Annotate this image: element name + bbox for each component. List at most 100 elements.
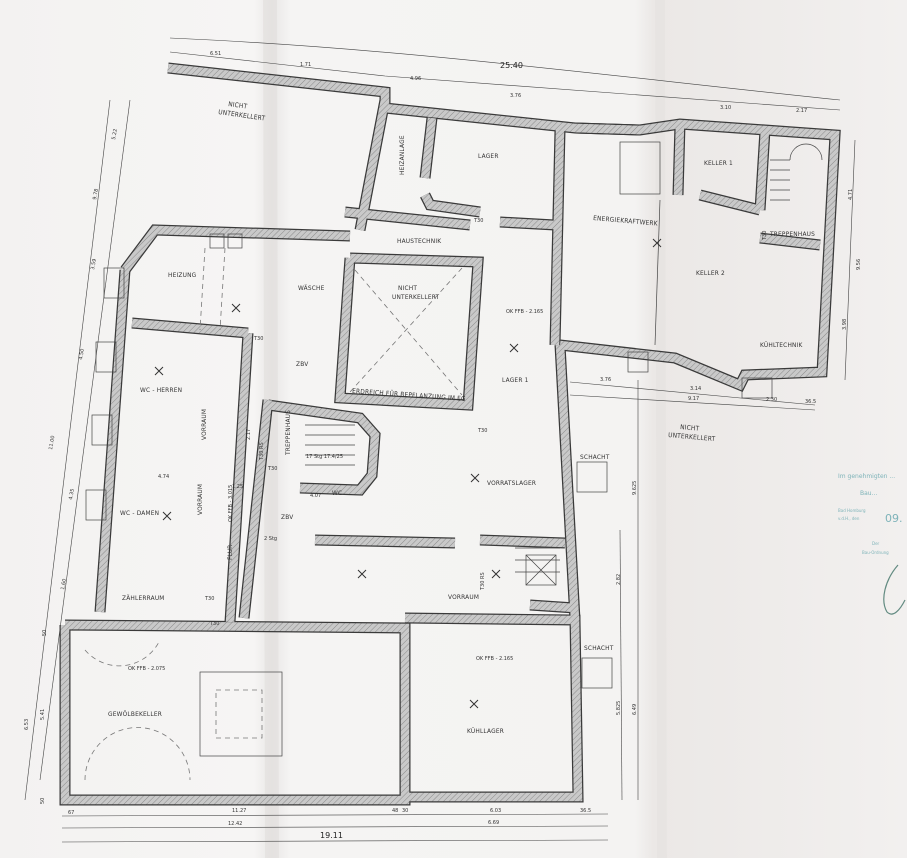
dim: 4.74 bbox=[158, 474, 169, 480]
dim: 6.49 bbox=[632, 704, 638, 715]
room-label: VORRAUM bbox=[196, 484, 204, 515]
room-label: NICHT bbox=[398, 284, 417, 292]
dim: 36.5 bbox=[580, 808, 591, 814]
room-label: HAUSTECHNIK bbox=[397, 237, 441, 245]
fixtures bbox=[84, 141, 823, 781]
signature bbox=[883, 564, 906, 615]
dim: 3.98 bbox=[842, 319, 848, 330]
room-label: KÜHLTECHNIK bbox=[760, 340, 803, 349]
room-label: NICHT bbox=[680, 423, 700, 433]
dim: 3.59 bbox=[90, 258, 98, 270]
dim: 2.17 bbox=[246, 429, 252, 440]
walls bbox=[59, 62, 841, 806]
dim: 1.60 bbox=[60, 578, 68, 590]
wall-hatch bbox=[131, 318, 249, 338]
dim: 3.76 bbox=[510, 93, 521, 99]
dim: 3.10 bbox=[720, 105, 731, 111]
wall-hatch bbox=[499, 217, 556, 230]
chimney bbox=[209, 233, 225, 249]
door-label: T30 RS bbox=[259, 442, 265, 461]
room-label: HEIZUNG bbox=[168, 271, 197, 279]
wall-hatch bbox=[344, 207, 471, 230]
room-label: KÜHLLAGER bbox=[467, 726, 504, 735]
dim: 1.71 bbox=[300, 62, 311, 68]
room-label: VORRAUM bbox=[200, 409, 208, 440]
wall-hatch bbox=[559, 119, 840, 391]
dim: 12.42 bbox=[228, 821, 242, 827]
wall-hatch bbox=[529, 600, 576, 613]
dim-overall-top: 25.40 bbox=[500, 61, 523, 70]
light-well bbox=[627, 351, 649, 373]
room-label: VORRATSLAGER bbox=[487, 479, 536, 487]
dim: 9.56 bbox=[856, 259, 862, 270]
dim: 3.14 bbox=[690, 386, 701, 392]
wall-hatch bbox=[759, 233, 821, 250]
vault-arc bbox=[84, 727, 191, 781]
room-label: NICHT bbox=[228, 100, 248, 111]
room-label: SCHACHT bbox=[580, 453, 610, 461]
wall-hatch bbox=[225, 332, 253, 623]
stamp-text: Bau... bbox=[860, 490, 877, 497]
room-label: WC - DAMEN bbox=[120, 509, 159, 517]
wall-hatch bbox=[555, 344, 580, 621]
room-label: SCHACHT bbox=[584, 644, 614, 652]
dim: 1.25 bbox=[232, 484, 243, 490]
approval-stamp: Im genehmigten ... Bau... Bad Homburg v.… bbox=[838, 473, 906, 615]
wall-hatch bbox=[550, 129, 565, 346]
paper-fold bbox=[263, 0, 279, 858]
dim: 6.53 bbox=[24, 719, 30, 730]
room-label: VORRAUM bbox=[448, 593, 479, 601]
stamp-text: Bau-Ordnung bbox=[862, 550, 889, 555]
dim: 4.07 bbox=[310, 493, 321, 499]
annotations: T30 T30 T30 T30 T30 T30 RS T30 T30 RS T3… bbox=[128, 218, 768, 672]
stamp-text: v.d.H., den bbox=[838, 516, 860, 521]
door-label: T30 bbox=[267, 466, 277, 472]
dim: 11.27 bbox=[232, 808, 246, 814]
dimension-labels: 25.40 19.11 6.51 1.71 4.96 3.76 3.10 2.1… bbox=[24, 51, 862, 840]
wall bbox=[404, 612, 584, 803]
door-label: T30 bbox=[477, 428, 487, 434]
dim: 2.17 bbox=[796, 108, 807, 114]
chimney bbox=[227, 233, 243, 249]
dim: 6.51 bbox=[210, 51, 221, 57]
dim: 2.30 bbox=[766, 397, 777, 403]
wall-hatch bbox=[239, 399, 273, 619]
stair-label: 17 Stg 17.4/25 bbox=[306, 454, 343, 460]
stamp-text: Im genehmigten ... bbox=[838, 473, 895, 480]
light-well bbox=[91, 414, 113, 446]
dim: 4.35 bbox=[68, 488, 76, 500]
dim: 67 bbox=[68, 810, 74, 816]
light-well bbox=[741, 377, 773, 399]
dim: 4.96 bbox=[410, 76, 421, 82]
wall-hatch bbox=[421, 193, 481, 217]
room-label: ZBV bbox=[281, 513, 293, 521]
wall-hatch bbox=[121, 225, 351, 273]
room-label: WC - HERREN bbox=[140, 386, 182, 394]
shaft-block bbox=[199, 671, 283, 757]
level-label: OK FFB - 2.165 bbox=[476, 656, 513, 662]
void-cross bbox=[354, 269, 463, 396]
room-label: ENERGIEKRAFTWERK bbox=[593, 214, 658, 228]
room-label: UNTERKELLERT bbox=[392, 293, 440, 301]
light-well bbox=[103, 267, 125, 299]
room-label: ZÄHLERRAUM bbox=[122, 593, 165, 602]
level-label: OK FFB - 3.015 bbox=[228, 485, 234, 522]
door-label: T30 bbox=[762, 231, 768, 241]
stamp-text: Bad Homburg bbox=[838, 508, 866, 513]
room-label: GEWÖLBEKELLER bbox=[108, 709, 162, 718]
dim: 36.5 bbox=[805, 399, 816, 405]
dim: 30 bbox=[402, 808, 408, 814]
room-label: UNTERKELLERT bbox=[668, 431, 716, 443]
dim: 6.03 bbox=[490, 808, 501, 814]
door-label: T30 bbox=[253, 336, 263, 342]
door-label: T30 bbox=[204, 596, 214, 602]
dim-overall-bottom: 19.11 bbox=[320, 831, 343, 840]
dim: 9.625 bbox=[632, 481, 638, 495]
room-label: LAGER 1 bbox=[502, 376, 529, 384]
schacht-box bbox=[581, 657, 613, 689]
room-label: LAGER bbox=[478, 152, 499, 160]
wall-hatch bbox=[755, 129, 770, 211]
dim: 9.78 bbox=[92, 188, 100, 200]
dim: 2.82 bbox=[616, 574, 622, 585]
